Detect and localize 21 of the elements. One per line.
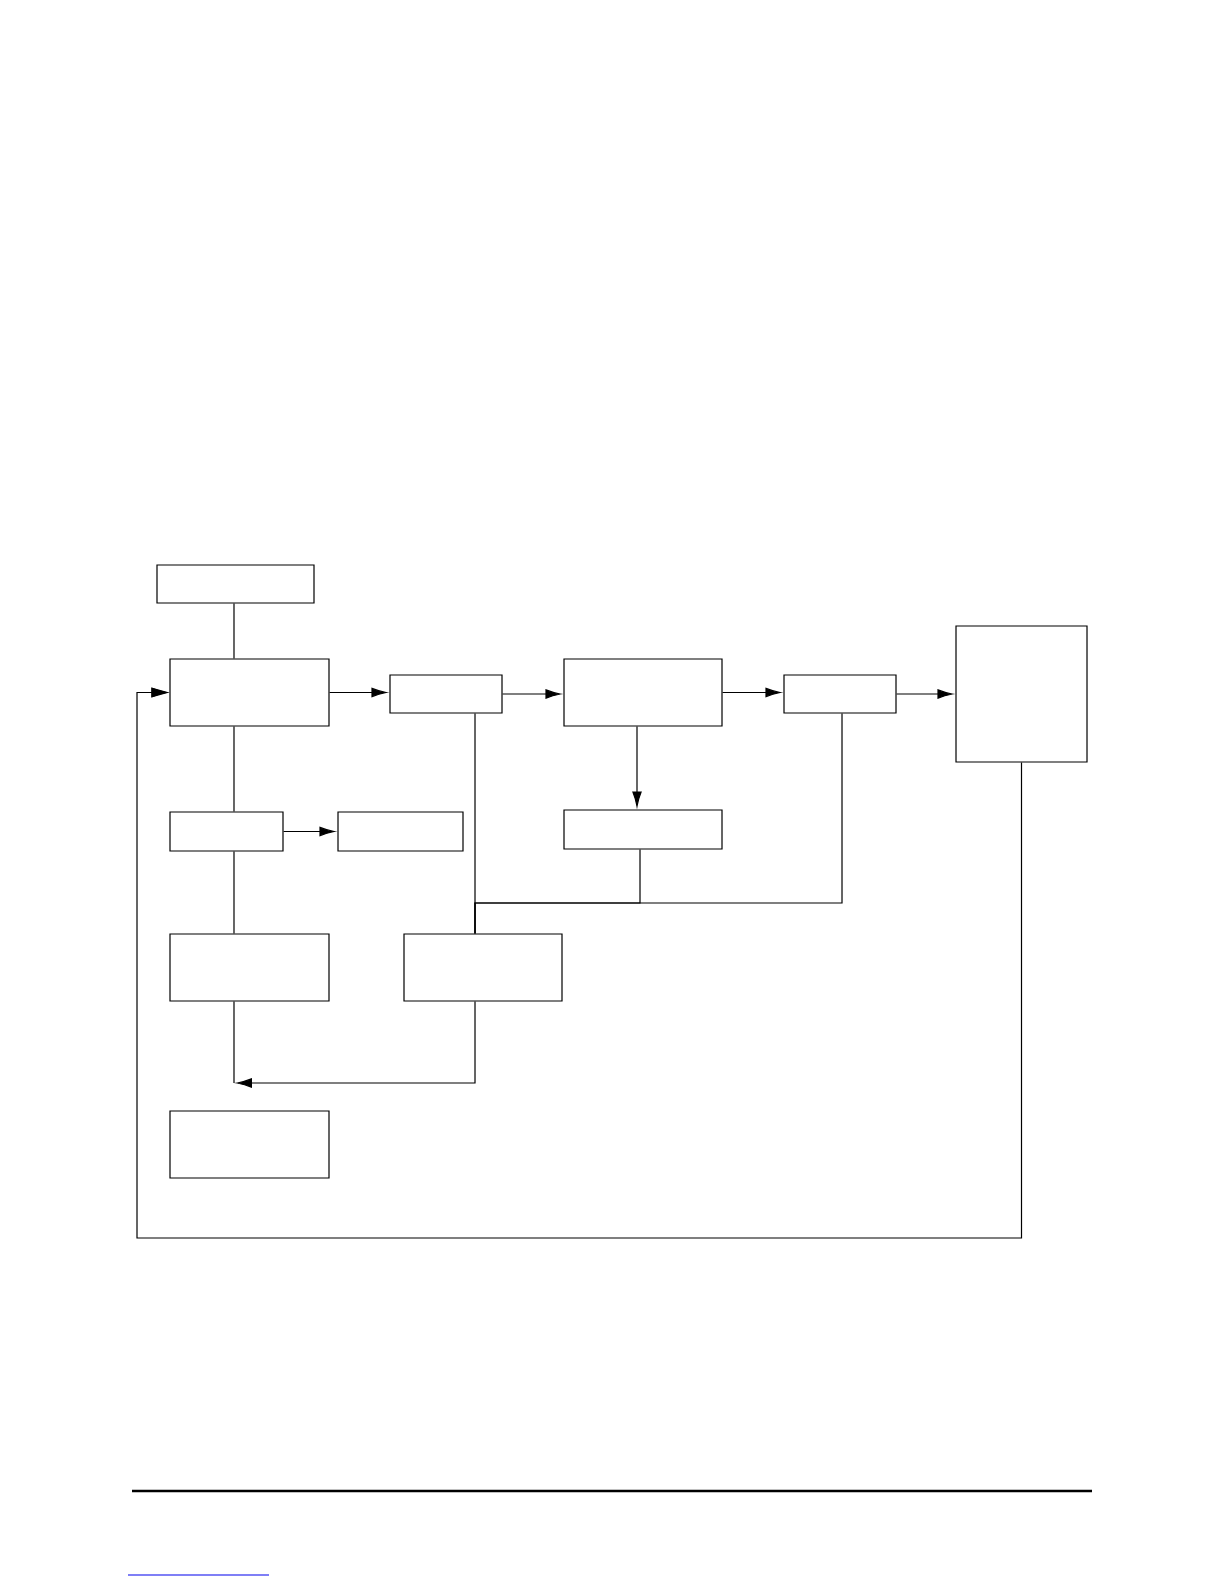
process-box <box>156 564 315 604</box>
arrow <box>502 689 561 699</box>
process-box <box>169 811 284 852</box>
arrow <box>632 726 642 807</box>
process-box <box>337 811 464 852</box>
connector-line <box>233 726 235 812</box>
process-box <box>563 809 723 850</box>
connector-line <box>233 603 235 659</box>
process-box <box>783 674 897 714</box>
connector-line <box>233 851 235 934</box>
process-box <box>563 658 723 727</box>
process-box <box>169 658 330 727</box>
process-box <box>403 933 563 1002</box>
arrow <box>896 689 953 699</box>
process-box <box>389 674 503 714</box>
process-box <box>169 1110 330 1179</box>
connector-line <box>474 713 843 934</box>
process-box <box>169 933 330 1002</box>
arrow <box>236 1001 476 1088</box>
process-box <box>955 625 1088 763</box>
connector-line <box>233 1001 235 1084</box>
